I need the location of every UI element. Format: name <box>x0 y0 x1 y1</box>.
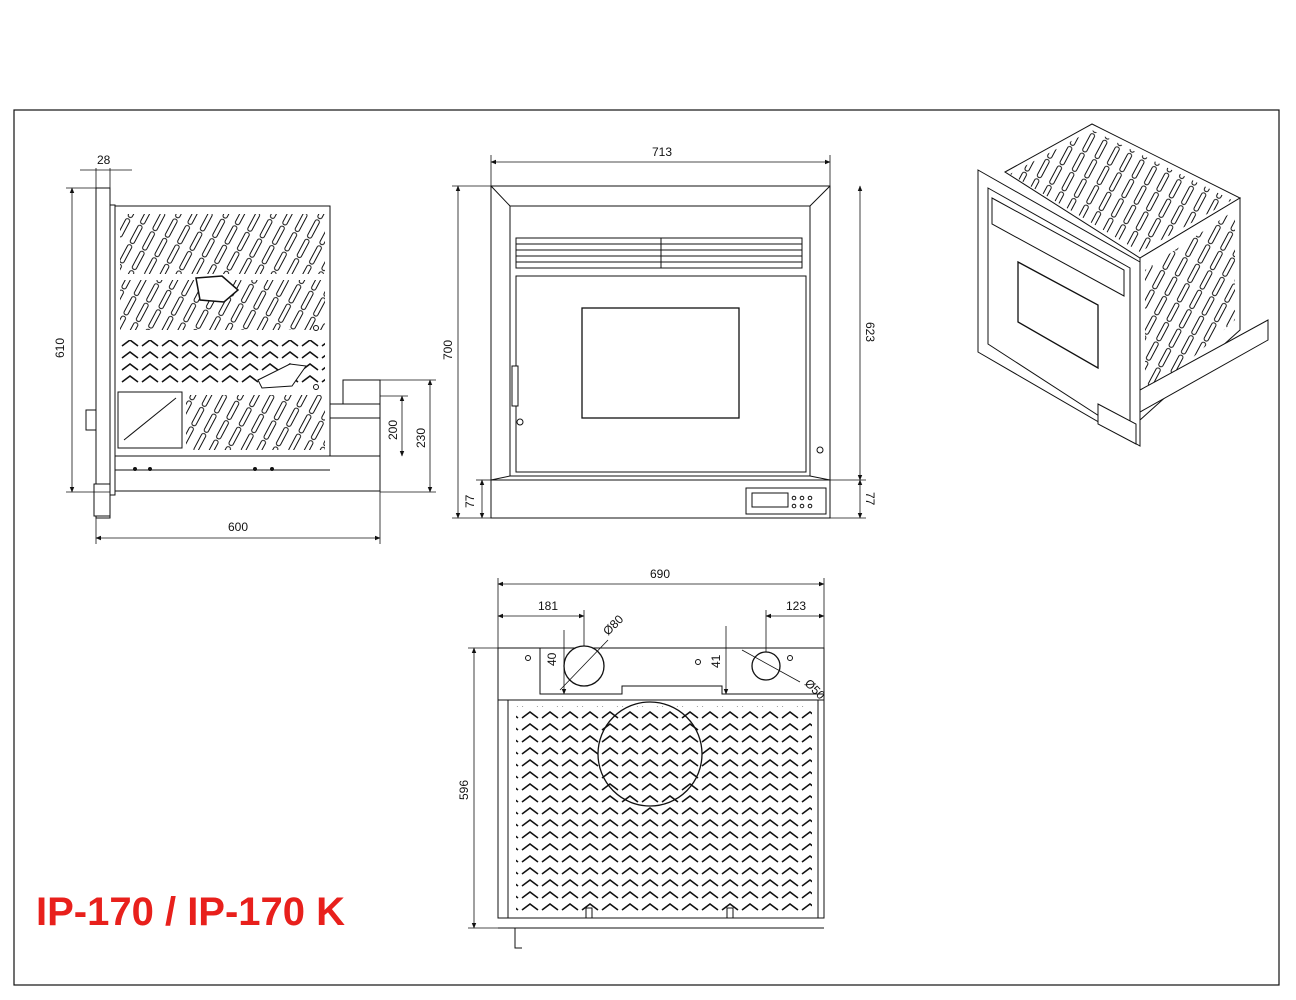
dim-top-width: 690 <box>650 567 670 581</box>
top-view-dimensions <box>468 578 825 929</box>
front-view-dimensions <box>452 155 866 519</box>
dim-front-base-left: 77 <box>463 494 477 508</box>
dim-front-height: 700 <box>441 340 455 360</box>
dim-diameter-large: Ø80 <box>600 612 626 638</box>
top-view <box>497 645 825 949</box>
flue-outlet-small <box>751 651 781 681</box>
side-view <box>85 187 381 519</box>
dim-front-base-right: 77 <box>863 492 877 506</box>
front-glass <box>581 307 740 419</box>
dim-side-depth: 600 <box>228 520 248 534</box>
dim-top-left-offset: 181 <box>538 599 558 613</box>
isometric-view <box>977 123 1269 447</box>
drawing-frame <box>13 109 1280 986</box>
dim-top-depth: 596 <box>457 780 471 800</box>
dim-side-height: 610 <box>53 338 67 358</box>
side-view-dimensions <box>66 168 436 544</box>
front-view <box>490 185 831 519</box>
dim-top-right-depth: 41 <box>709 654 723 668</box>
front-grille <box>515 237 803 269</box>
dim-flue-inner: 200 <box>386 420 400 440</box>
dim-flue-outer: 230 <box>414 428 428 448</box>
dim-top-left-depth: 40 <box>545 652 559 666</box>
dim-top-right-offset: 123 <box>786 599 806 613</box>
fan-circle <box>597 701 703 807</box>
dim-front-width: 713 <box>652 145 672 159</box>
model-title: IP-170 / IP-170 K <box>36 890 346 934</box>
dim-front-inner-height: 623 <box>863 322 877 342</box>
dim-side-top: 28 <box>97 153 111 167</box>
